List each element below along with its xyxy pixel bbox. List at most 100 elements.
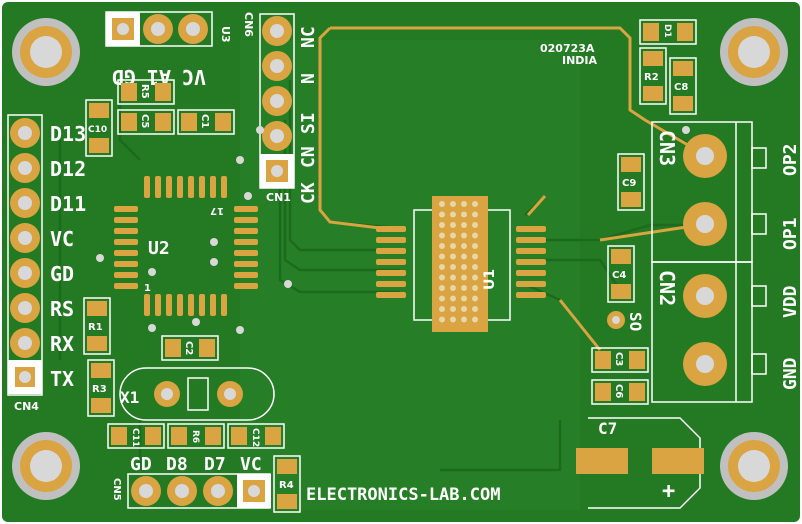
component-c5 xyxy=(117,109,175,135)
so-label: SO xyxy=(626,312,645,331)
cn4-pin-label: RS xyxy=(50,297,74,321)
u1-label: U1 xyxy=(482,269,498,290)
component-c3 xyxy=(591,347,649,373)
component-c8 xyxy=(669,57,697,115)
thermal-via xyxy=(450,274,456,281)
cn4-label: CN4 xyxy=(14,400,39,413)
country-label: INDIA xyxy=(562,54,598,67)
cn1-label: CN1 xyxy=(266,191,291,204)
cn3-label: CN3 xyxy=(655,130,679,166)
component-r4 xyxy=(273,455,301,513)
thermal-via xyxy=(439,285,445,291)
terminal-cn2 xyxy=(651,261,767,403)
component-r1 xyxy=(83,297,111,355)
u3-pin-label: VC xyxy=(182,65,206,89)
thermal-via xyxy=(461,316,467,323)
u3-label: U3 xyxy=(219,26,232,43)
thermal-via xyxy=(439,222,445,228)
cn2-label: CN2 xyxy=(655,270,679,306)
x1-label: X1 xyxy=(120,388,139,407)
component-r5 xyxy=(117,79,175,105)
u2-pin17-label: 17 xyxy=(210,205,224,216)
u3-header xyxy=(105,11,213,47)
thermal-via xyxy=(439,306,445,312)
output-label: OP1 xyxy=(780,217,801,250)
c9-label: C9 xyxy=(622,178,636,189)
cn5-header xyxy=(127,473,271,509)
thermal-via xyxy=(472,232,478,239)
c7-plus-label: + xyxy=(662,479,675,504)
thermal-via xyxy=(461,253,467,260)
mounting-hole-bottom-left xyxy=(12,432,80,500)
c6-label: C6 xyxy=(613,384,624,398)
thermal-via xyxy=(461,264,467,270)
cn4-pin-label: D12 xyxy=(50,157,86,181)
thermal-via xyxy=(472,222,478,228)
thermal-via xyxy=(439,316,445,323)
thermal-via xyxy=(461,306,467,312)
chip-u2 xyxy=(114,176,258,316)
thermal-via xyxy=(472,253,478,260)
component-c10 xyxy=(85,99,113,157)
thermal-via xyxy=(472,295,478,302)
r3-label: R3 xyxy=(92,384,107,395)
r5-label: R5 xyxy=(139,84,150,99)
cn6-pin-label: SI xyxy=(298,112,319,134)
c8-label: C8 xyxy=(674,82,688,93)
cn4-header xyxy=(7,114,43,396)
thermal-via xyxy=(472,274,478,281)
thermal-via xyxy=(461,222,467,228)
thermal-via xyxy=(472,211,478,218)
c2-label: C2 xyxy=(183,341,194,355)
thermal-via xyxy=(450,211,456,218)
crystal-x1 xyxy=(119,367,275,421)
component-r6 xyxy=(167,423,225,449)
output-label: GND xyxy=(780,357,801,390)
thermal-via xyxy=(439,253,445,260)
website-label: ELECTRONICS-LAB.COM xyxy=(306,485,500,505)
cn6-header xyxy=(259,13,295,189)
component-r3 xyxy=(87,359,115,417)
cn6-pin-label: NC xyxy=(298,26,319,48)
thermal-via xyxy=(461,274,467,281)
board-code-label: 020723A xyxy=(540,42,595,55)
component-c1 xyxy=(177,109,235,135)
thermal-via xyxy=(450,222,456,228)
power-traces xyxy=(318,26,706,351)
component-c4 xyxy=(607,245,635,303)
thermal-via xyxy=(439,243,445,249)
c12-label: C12 xyxy=(250,428,260,447)
thermal-via xyxy=(472,201,478,207)
thermal-via xyxy=(472,285,478,291)
thermal-via xyxy=(450,295,456,302)
cn4-pin-frame xyxy=(7,114,43,396)
cn4-pin-label: VC xyxy=(50,227,74,251)
capacitor-c7 xyxy=(576,417,704,509)
cn5-pin-label: VC xyxy=(240,454,262,475)
thermal-via xyxy=(439,295,445,302)
c7-label: C7 xyxy=(598,419,617,438)
component-c2 xyxy=(161,335,219,361)
thermal-via xyxy=(472,264,478,270)
thermal-via xyxy=(450,264,456,270)
component-c9 xyxy=(617,153,645,211)
cn5-pin-label: GD xyxy=(130,454,152,475)
component-c6 xyxy=(591,379,649,405)
thermal-via xyxy=(450,285,456,291)
cn6-pin-label: N xyxy=(298,73,319,84)
r6-label: R6 xyxy=(190,430,200,443)
cn4-pin-label: D11 xyxy=(50,192,86,216)
output-label: OP2 xyxy=(780,143,801,176)
thermal-via xyxy=(461,295,467,302)
thermal-via xyxy=(450,306,456,312)
c1-label: C1 xyxy=(199,114,210,128)
component-d1 xyxy=(639,19,697,45)
cn6-pin-label: CN xyxy=(298,146,319,168)
r4-label: R4 xyxy=(279,480,294,491)
cn4-pin-label: D13 xyxy=(50,122,86,146)
thermal-via xyxy=(439,211,445,218)
cn5-label: CN5 xyxy=(111,478,122,501)
cn5-pin-label: D8 xyxy=(166,454,188,475)
thermal-via xyxy=(472,306,478,312)
